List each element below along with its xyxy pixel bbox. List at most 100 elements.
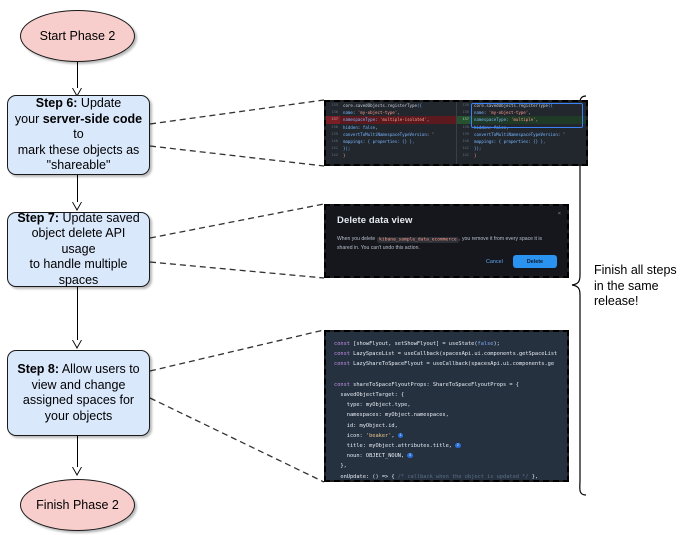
diff-line-code: }); bbox=[343, 146, 351, 152]
close-icon[interactable]: × bbox=[557, 211, 561, 217]
diff-line-number: 137 bbox=[326, 116, 340, 124]
diff-line-code: hidden: false, bbox=[474, 124, 509, 130]
finish-terminator: Finish Phase 2 bbox=[20, 479, 135, 531]
code-line: const shareToSpaceFlyoutProps: ShareToSp… bbox=[334, 381, 519, 388]
step6-line4: "shareable" bbox=[46, 158, 111, 173]
diff-line-code: namespaceType: 'multiple-isolated', bbox=[343, 117, 430, 123]
step6-text-b: your bbox=[14, 111, 43, 126]
modal-body-before: When you delete bbox=[337, 236, 377, 242]
diff-line-code: convertToMultiNamespaceTypeVersion: ' bbox=[474, 131, 566, 137]
release-note-line3: release! bbox=[594, 294, 639, 308]
diff-line: 136 name: 'my-object-type', bbox=[326, 109, 456, 116]
diff-line: 138 hidden: false, bbox=[326, 124, 456, 131]
code-line: const LazyShareToSpaceFlyout = useCallba… bbox=[334, 361, 555, 368]
diff-line-number: 138 bbox=[462, 124, 469, 129]
arrowhead-step6-step7 bbox=[72, 202, 82, 211]
modal-body-code: kibana_sample_data_ecommerce bbox=[376, 236, 460, 243]
node-step6[interactable]: Step 6: Update your server-side code to … bbox=[7, 95, 150, 175]
annotation-badge-icon: 3 bbox=[407, 453, 413, 459]
diff-line-number: 142 bbox=[462, 153, 469, 158]
diff-line-code: name: 'my-object-type', bbox=[343, 110, 400, 116]
code-line: namespaces: myObject.namespaces, bbox=[334, 412, 449, 419]
step6-text-a: Update bbox=[77, 96, 122, 111]
diff-line: 141}); bbox=[457, 145, 586, 152]
diff-line-code: } bbox=[343, 153, 346, 159]
step7-line1: Step 7: Update saved bbox=[17, 211, 139, 227]
diff-line-code: core.savedObjects.registerType({ bbox=[474, 103, 553, 108]
diff-line-code: core.savedObjects.registerType({ bbox=[343, 103, 422, 108]
diff-line-code: } bbox=[474, 153, 477, 159]
diff-line: 135 core.savedObjects.registerType({ bbox=[326, 102, 456, 109]
diff-line: 135 core.savedObjects.registerType({ bbox=[457, 102, 586, 109]
diff-line-code: hidden: false, bbox=[343, 124, 378, 130]
connector-step6-step7 bbox=[77, 175, 78, 207]
diff-line: 142} bbox=[326, 152, 456, 159]
release-note-line2: in the same bbox=[594, 278, 659, 293]
start-terminator: Start Phase 2 bbox=[20, 10, 135, 62]
code-line: }, bbox=[334, 463, 347, 470]
step7-line2: object delete API usage bbox=[31, 226, 126, 256]
code-line: title: myObject.attributes.title, 2 bbox=[334, 442, 461, 450]
diff-line-code: namespaceType: 'multiple', bbox=[474, 117, 539, 123]
modal-actions: Cancel Delete bbox=[486, 255, 557, 268]
arrowhead-step7-step8 bbox=[72, 340, 82, 349]
step6-line1: Step 6: Update bbox=[36, 96, 121, 112]
release-note-line1: Finish all steps bbox=[594, 263, 677, 277]
step6-bold: server-side code bbox=[42, 111, 143, 126]
code-line: savedObjectTarget: { bbox=[334, 392, 405, 399]
step6-line3: mark these objects as bbox=[17, 142, 140, 157]
diff-line-number: 138 bbox=[331, 124, 338, 129]
code-line: type: myObject.type, bbox=[334, 402, 411, 409]
diff-line-code: mappings: { properties: {} }, bbox=[343, 138, 415, 144]
modal-title: Delete data view bbox=[337, 215, 413, 226]
step8-text-a: Allow users to bbox=[59, 362, 140, 376]
step8-line4: your objects bbox=[44, 408, 113, 423]
diff-line: 141}); bbox=[326, 145, 456, 152]
diff-line: 136 name: 'my-object-type', bbox=[457, 109, 586, 116]
code-line bbox=[334, 370, 559, 380]
step7-text-a: Update saved bbox=[59, 210, 140, 225]
screenshot-delete-data-view-modal[interactable]: × Delete data view When you delete kiban… bbox=[324, 204, 569, 278]
diff-line-number: 136 bbox=[331, 110, 338, 115]
diff-line-code: name: 'my-object-type', bbox=[474, 110, 531, 116]
diff-line: 140 mappings: { properties: {} }, bbox=[457, 138, 586, 145]
diff-line-number: 135 bbox=[462, 103, 469, 107]
code-line: id: myObject.id, bbox=[334, 422, 398, 429]
arrowhead-start-step6 bbox=[72, 88, 82, 97]
diff-line-code: convertToMultiNamespaceTypeVersion: ' bbox=[343, 131, 435, 137]
step7-line3: to handle multiple spaces bbox=[29, 257, 128, 287]
node-step7[interactable]: Step 7: Update saved object delete API u… bbox=[7, 211, 150, 287]
diff-line-code: }); bbox=[474, 146, 482, 152]
diff-line-number: 139 bbox=[331, 131, 338, 136]
code-line: onUpdate: () => { /* callback when the o… bbox=[334, 473, 539, 480]
diff-line-number: 142 bbox=[331, 153, 338, 158]
screenshot-share-to-space-flyout-code[interactable]: const [showFlyout, setShowFlyout] = useS… bbox=[324, 330, 569, 482]
annotation-badge-icon: 2 bbox=[455, 442, 461, 449]
diff-line-number: 141 bbox=[331, 146, 338, 151]
delete-button[interactable]: Delete bbox=[512, 255, 557, 268]
diff-line-number: 135 bbox=[331, 103, 338, 107]
step6-text-c: to bbox=[73, 127, 84, 142]
annotation-badge-icon: 1 bbox=[397, 432, 404, 439]
step6-line2: your server-side code to bbox=[14, 112, 143, 143]
cancel-button[interactable]: Cancel bbox=[486, 258, 503, 265]
connector-step7-step8 bbox=[77, 287, 78, 345]
diff-line: 140 mappings: { properties: {} }, bbox=[326, 138, 456, 145]
diff-line-number: 140 bbox=[331, 138, 338, 143]
code-block: const [showFlyout, setShowFlyout] = useS… bbox=[326, 332, 567, 480]
modal-body: When you delete kibana_sample_data_ecomm… bbox=[337, 235, 557, 252]
delete-modal: × Delete data view When you delete kiban… bbox=[326, 206, 567, 276]
diff-side-after: 135 core.savedObjects.registerType({136 n… bbox=[456, 102, 586, 164]
diff-line-number: 141 bbox=[462, 146, 469, 151]
finish-label: Finish Phase 2 bbox=[36, 498, 119, 512]
code-line: noun: OBJECT_NOUN, 3 bbox=[334, 453, 413, 460]
release-note: Finish all steps in the same release! bbox=[594, 263, 686, 310]
diff-line: 142} bbox=[457, 152, 586, 159]
step6-number: Step 6: bbox=[35, 96, 78, 111]
step8-line2: view and change bbox=[31, 377, 126, 392]
node-step8[interactable]: Step 8: Allow users to view and change a… bbox=[7, 350, 150, 436]
step8-number: Step 8: bbox=[17, 362, 60, 376]
